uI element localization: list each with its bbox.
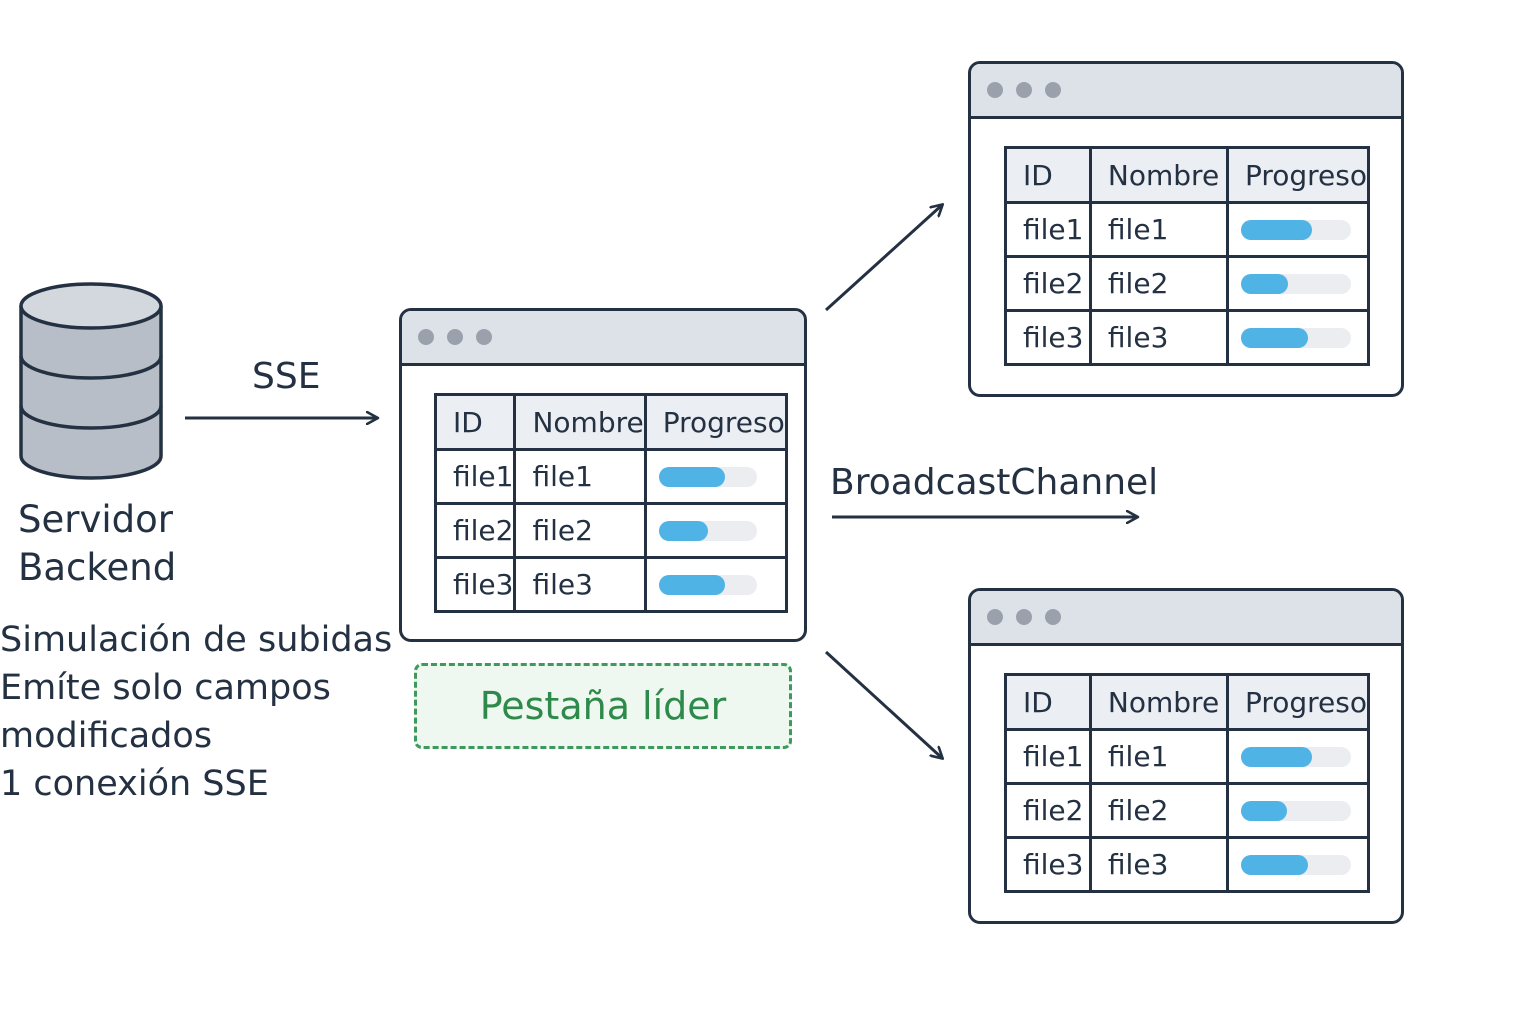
column-header-name: Nombre <box>513 393 647 451</box>
table-row: file3 file3 <box>1004 836 1371 893</box>
progress-bar <box>658 466 757 487</box>
cell-progress <box>643 502 788 559</box>
progress-fill <box>1240 219 1313 240</box>
column-header-id: ID <box>1004 146 1092 204</box>
window-control-dot[interactable] <box>987 82 1003 98</box>
column-header-name: Nombre <box>1088 673 1229 731</box>
progress-bar <box>1240 327 1351 348</box>
progress-fill <box>1240 273 1289 294</box>
cell-name: file3 <box>1088 836 1229 893</box>
table-header-row: ID Nombre Progreso <box>1004 673 1371 731</box>
progress-bar <box>1240 746 1351 767</box>
window-control-dot[interactable] <box>1045 82 1061 98</box>
table-row: file1 file1 <box>1004 728 1371 785</box>
cell-progress <box>1225 255 1371 312</box>
window-title-bar <box>971 64 1401 119</box>
leader-tab-tag: Pestaña líder <box>414 663 792 749</box>
cell-progress <box>643 556 788 613</box>
server-label-line2: Backend <box>18 546 177 589</box>
table-header-row: ID Nombre Progreso <box>1004 146 1371 204</box>
cell-id: file3 <box>1004 309 1092 366</box>
progress-bar <box>1240 854 1351 875</box>
table-row: file2 file2 <box>1004 255 1371 312</box>
cell-name: file1 <box>1088 201 1229 258</box>
window-title-bar <box>402 311 804 366</box>
cell-name: file3 <box>513 556 647 613</box>
column-header-name: Nombre <box>1088 146 1229 204</box>
cell-id: file3 <box>1004 836 1092 893</box>
server-label-line1: Servidor <box>18 498 173 541</box>
server-label: Servidor Backend <box>18 496 176 592</box>
cell-id: file1 <box>1004 201 1092 258</box>
note-line: modificados <box>0 716 213 756</box>
note-line: Emíte solo campos <box>0 668 331 708</box>
uploads-table: ID Nombre Progreso file1 file1 file2 fil… <box>1004 673 1371 893</box>
progress-fill <box>1240 854 1309 875</box>
cell-progress <box>1225 201 1371 258</box>
cell-progress <box>643 448 788 505</box>
table-row: file2 file2 <box>433 502 788 559</box>
progress-bar <box>658 574 757 595</box>
note-line: Simulación de subidas <box>0 620 393 660</box>
database-icon <box>19 282 163 480</box>
cell-id: file1 <box>433 448 517 505</box>
progress-fill <box>658 520 708 541</box>
column-header-progress: Progreso <box>1225 673 1371 731</box>
progress-bar <box>1240 273 1351 294</box>
cell-id: file2 <box>1004 782 1092 839</box>
window-control-dot[interactable] <box>418 329 434 345</box>
arrow-to-top-window <box>824 205 942 312</box>
follower-tab-window-bottom: ID Nombre Progreso file1 file1 file2 fil… <box>968 588 1404 924</box>
leader-tab-window: ID Nombre Progreso file1 file1 file2 fil… <box>399 308 807 642</box>
cell-progress <box>1225 782 1371 839</box>
note-line: 1 conexión SSE <box>0 764 269 804</box>
cell-id: file3 <box>433 556 517 613</box>
cell-name: file3 <box>1088 309 1229 366</box>
table-header-row: ID Nombre Progreso <box>433 393 788 451</box>
window-control-dot[interactable] <box>1016 609 1032 625</box>
cell-progress <box>1225 836 1371 893</box>
cell-name: file1 <box>1088 728 1229 785</box>
window-control-dot[interactable] <box>1016 82 1032 98</box>
window-control-dot[interactable] <box>1045 609 1061 625</box>
cell-name: file1 <box>513 448 647 505</box>
progress-fill <box>1240 800 1288 821</box>
column-header-progress: Progreso <box>643 393 788 451</box>
cell-progress <box>1225 728 1371 785</box>
cell-id: file2 <box>1004 255 1092 312</box>
cell-id: file2 <box>433 502 517 559</box>
progress-bar <box>1240 219 1351 240</box>
cell-name: file2 <box>513 502 647 559</box>
progress-fill <box>658 574 726 595</box>
table-row: file3 file3 <box>433 556 788 613</box>
table-row: file1 file1 <box>433 448 788 505</box>
progress-fill <box>1240 327 1309 348</box>
progress-fill <box>658 466 726 487</box>
window-control-dot[interactable] <box>987 609 1003 625</box>
broadcast-channel-label: BroadcastChannel <box>830 462 1159 503</box>
sse-label: SSE <box>252 356 321 397</box>
window-control-dot[interactable] <box>447 329 463 345</box>
progress-fill <box>1240 746 1313 767</box>
uploads-table: ID Nombre Progreso file1 file1 file2 fil… <box>1004 146 1371 366</box>
table-row: file1 file1 <box>1004 201 1371 258</box>
arrow-to-bottom-window <box>824 650 942 758</box>
progress-bar <box>658 520 757 541</box>
progress-bar <box>1240 800 1351 821</box>
follower-tab-window-top: ID Nombre Progreso file1 file1 file2 fil… <box>968 61 1404 397</box>
table-row: file3 file3 <box>1004 309 1371 366</box>
column-header-id: ID <box>1004 673 1092 731</box>
cell-progress <box>1225 309 1371 366</box>
table-row: file2 file2 <box>1004 782 1371 839</box>
window-title-bar <box>971 591 1401 646</box>
cell-name: file2 <box>1088 255 1229 312</box>
server-notes: Simulación de subidas Emíte solo campos … <box>0 616 392 808</box>
uploads-table: ID Nombre Progreso file1 file1 file2 fil… <box>433 393 788 613</box>
cell-id: file1 <box>1004 728 1092 785</box>
cell-name: file2 <box>1088 782 1229 839</box>
column-header-id: ID <box>433 393 517 451</box>
window-control-dot[interactable] <box>476 329 492 345</box>
column-header-progress: Progreso <box>1225 146 1371 204</box>
